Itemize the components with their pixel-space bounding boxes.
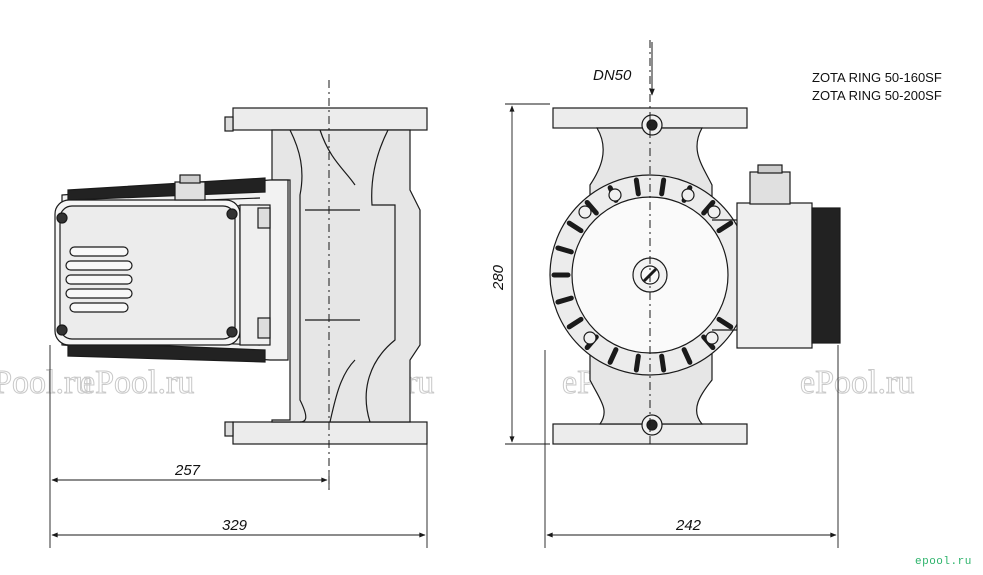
ring-fin [659,177,667,197]
ring-fin [566,220,584,234]
ring-fin [607,347,619,365]
ring-fin [566,316,584,330]
dim-label-329: 329 [222,517,248,534]
brand-mark: epool.ru [915,556,972,568]
bottom-flange [232,421,428,445]
model-label-200: ZOTA RING 50-200SF [812,88,942,103]
dim-label-242: 242 [675,517,702,534]
ring-fin [659,353,667,373]
ring-fin [555,245,574,255]
ring-fin [701,199,716,216]
ring-fin [555,295,574,305]
pump-body [271,129,421,423]
ring-bolt [707,205,721,219]
ring-fin [681,347,693,365]
ring-fin [716,220,734,234]
ring-bolt [583,331,597,345]
ring-bolt [681,188,695,202]
cable-gland-front [749,171,791,205]
side-view [54,107,428,445]
ring-fin [716,316,734,330]
watermark-layer: ePool.ru ePool.ru ePool.ru ePool.ru ePoo… [0,364,915,402]
ring-bolt [705,331,719,345]
ring-fins [551,177,734,373]
dim-label-257: 257 [174,462,201,479]
ring-bolt [608,188,622,202]
ring-fin [633,353,641,373]
top-flange [232,107,428,131]
model-label-160: ZOTA RING 50-160SF [812,70,942,85]
watermark-text: ePool.ru [800,364,914,401]
ring-fin [584,199,599,216]
watermark-text: ePool.ru [0,364,92,401]
ring-bolt [578,205,592,219]
cable-gland [174,181,206,201]
height-label: 280 [490,264,507,291]
terminal-box [736,202,813,349]
dn-label: DN50 [593,67,632,84]
watermark-text: ePool.ru [80,364,194,401]
ring-fin [633,177,641,197]
